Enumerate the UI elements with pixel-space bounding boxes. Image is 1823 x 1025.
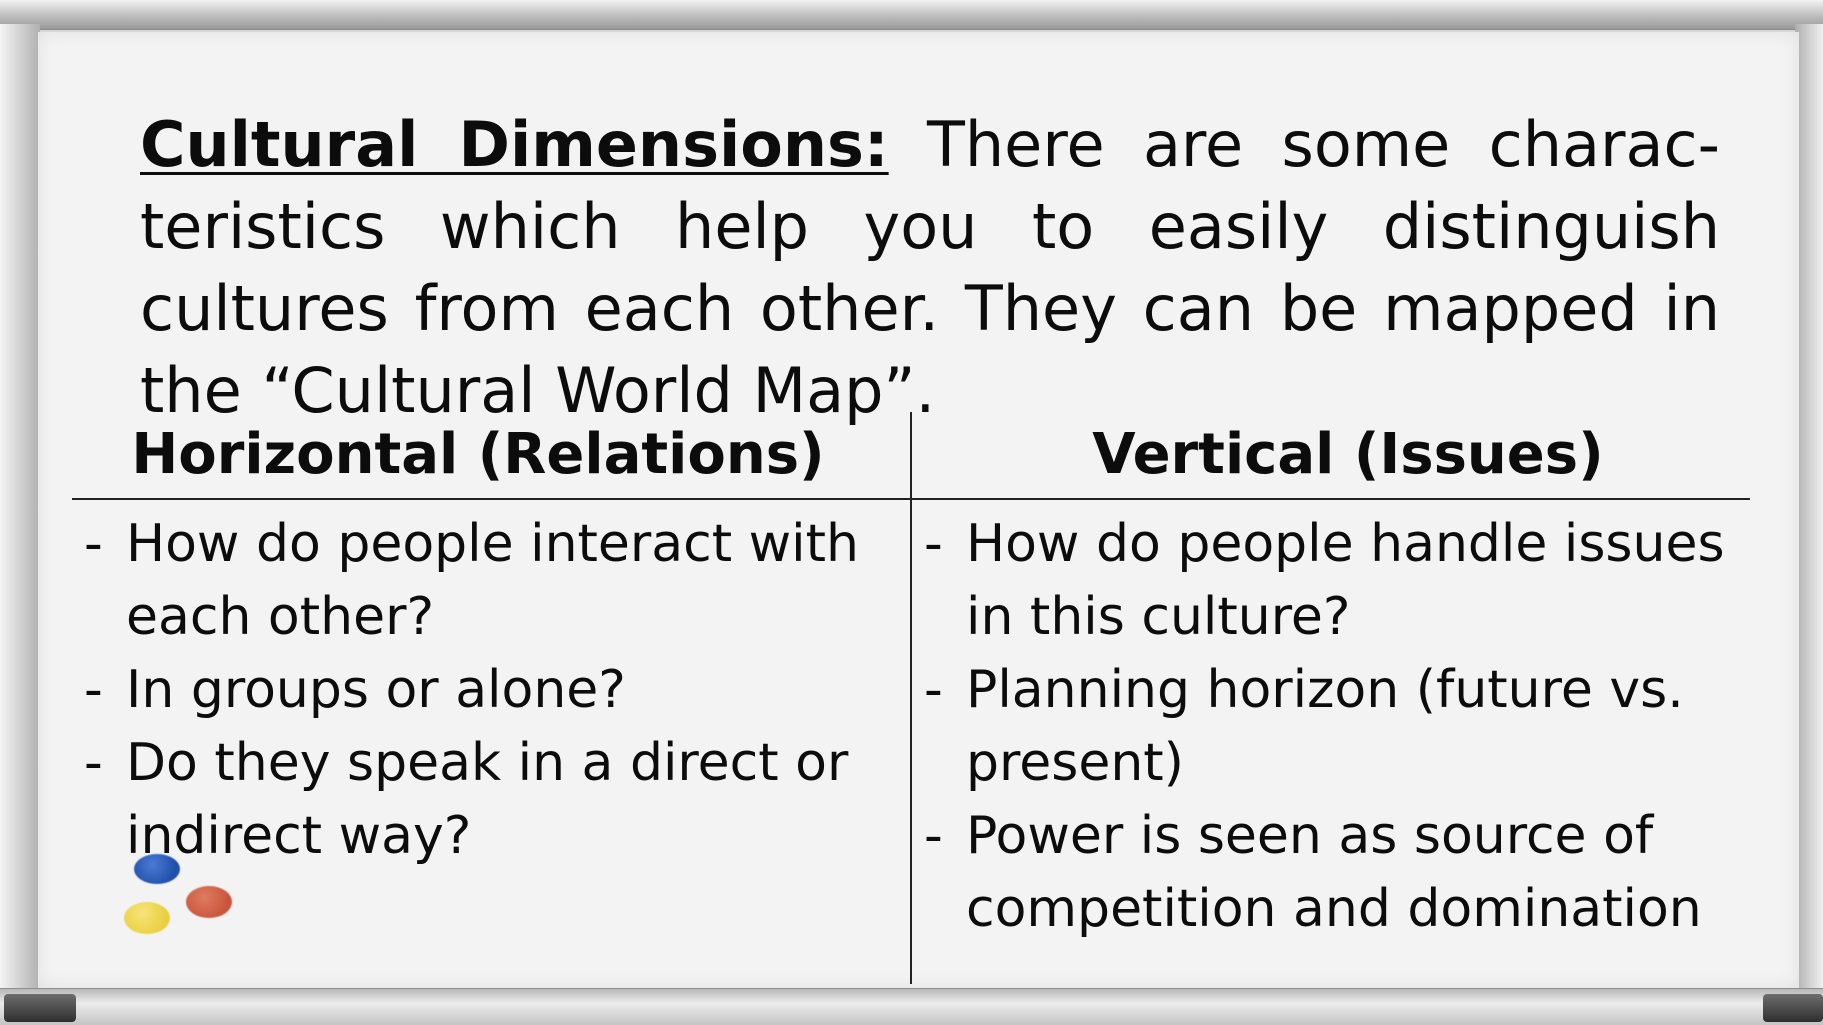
list-item: -How do people interact with each other? — [84, 508, 904, 654]
list-item: -Do they speak in a direct or indirect w… — [84, 727, 904, 873]
table-vertical-divider — [910, 412, 912, 984]
frame-top-rail — [0, 0, 1823, 30]
bullet-dash: - — [924, 806, 943, 866]
list-item-text: How do people handle issues in this cult… — [966, 514, 1725, 647]
bullet-dash: - — [84, 733, 103, 793]
whiteboard-surface: Cultural Dimensions: There are some char… — [38, 32, 1799, 988]
list-item: -Power is seen as source of competition … — [924, 800, 1784, 946]
list-item-text: Planning horizon (future vs. present) — [966, 660, 1684, 793]
intro-paragraph: Cultural Dimensions: There are some char… — [140, 104, 1720, 432]
marker-tray — [0, 988, 1823, 1025]
list-item-text: Power is seen as source of competition a… — [966, 806, 1702, 939]
intro-heading: Cultural Dimensions: — [140, 108, 889, 181]
blue-magnet — [134, 854, 180, 884]
list-item: -How do people handle issues in this cul… — [924, 508, 1784, 654]
red-magnet — [186, 886, 232, 918]
vertical-column-title: Vertical (Issues) — [1092, 422, 1604, 487]
frame-right-rail — [1795, 24, 1823, 1004]
list-item: -In groups or alone? — [84, 654, 904, 727]
list-item-text: How do people interact with each other? — [126, 514, 859, 647]
intro-text: There are some charac-teristics which he… — [140, 108, 1720, 427]
list-item-text: In groups or alone? — [126, 660, 626, 720]
bullet-dash: - — [84, 514, 103, 574]
tray-end-cap-left — [4, 994, 76, 1022]
frame-left-rail — [0, 24, 40, 1004]
vertical-issues-list: -How do people handle issues in this cul… — [924, 508, 1784, 946]
list-item-text: Do they speak in a direct or indirect wa… — [126, 733, 849, 866]
bullet-dash: - — [84, 660, 103, 720]
tray-end-cap-right — [1763, 994, 1823, 1022]
horizontal-column-title: Horizontal (Relations) — [131, 422, 825, 487]
list-item: -Planning horizon (future vs. present) — [924, 654, 1784, 800]
horizontal-relations-list: -How do people interact with each other?… — [84, 508, 904, 873]
bullet-dash: - — [924, 514, 943, 574]
yellow-magnet — [124, 902, 170, 934]
bullet-dash: - — [924, 660, 943, 720]
